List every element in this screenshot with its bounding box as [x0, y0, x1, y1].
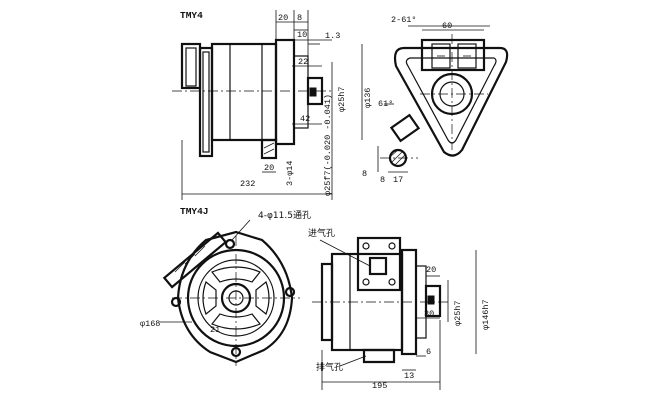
dim-42: 42: [300, 114, 310, 124]
front-housing: [176, 230, 294, 364]
dim-1-3: 1.3: [325, 31, 340, 41]
tmy4-label: TMY4: [180, 10, 203, 21]
note-inlet: 进气孔: [308, 227, 335, 239]
inlet-port: [368, 256, 388, 276]
tmy4-side-view: [172, 10, 363, 200]
dim-22: 22: [298, 57, 308, 67]
tmy4j-front-view: [160, 219, 300, 366]
dim-side-13: 13: [404, 371, 414, 381]
dim-shaft-h7: φ25h7: [337, 86, 347, 112]
dim-21: 21: [210, 325, 220, 335]
dim-phi168: φ168: [140, 319, 160, 329]
outlet-block: [362, 348, 396, 364]
dim-side-6: 6: [426, 347, 431, 357]
bottom-boss: [260, 138, 278, 160]
front-mount-foot: [162, 231, 228, 289]
side-shaft: [424, 284, 442, 318]
dim-17: 17: [393, 175, 403, 185]
note-outlet: 排气孔: [316, 361, 343, 373]
dim-232: 232: [240, 179, 255, 189]
end-top-block: [420, 38, 486, 72]
dim-side-bore: φ146h7: [481, 299, 491, 330]
tmy4j-side-view: [312, 236, 477, 390]
dim-8b: 8: [380, 175, 385, 185]
end-lug: [389, 113, 421, 143]
dim-holes-4: 4-φ11.5通孔: [258, 210, 311, 221]
dim-61-deg: 61°: [378, 99, 393, 109]
dim-bore-136: φ136: [363, 88, 373, 108]
dim-20: 20: [278, 13, 288, 23]
end-view: [377, 25, 509, 173]
dim-10: 10: [297, 30, 307, 40]
dim-8: 8: [297, 13, 302, 23]
inlet-block: [356, 236, 402, 292]
end-housing: [393, 46, 509, 157]
dim-side-20: 20: [426, 265, 436, 275]
front-flange: [274, 38, 296, 146]
motor-body: [210, 42, 278, 142]
dim-side-30: 30: [424, 309, 434, 319]
tmy4j-label: TMY4J: [180, 206, 209, 217]
mounting-flange: [198, 46, 214, 158]
dim-side-195: 195: [372, 381, 387, 391]
dim-2-61: 2-61°: [391, 15, 417, 25]
end-cap: [180, 42, 202, 90]
dim-8a: 8: [362, 169, 367, 179]
dim-shaft-f7: φ25f7(-0.020 -0.041): [323, 94, 333, 196]
dim-20b: 20: [264, 163, 274, 173]
dim-holes-3: 3-φ14: [285, 160, 295, 186]
dim-60: 60: [442, 21, 452, 31]
dim-side-shaft: φ25h7: [453, 300, 463, 326]
